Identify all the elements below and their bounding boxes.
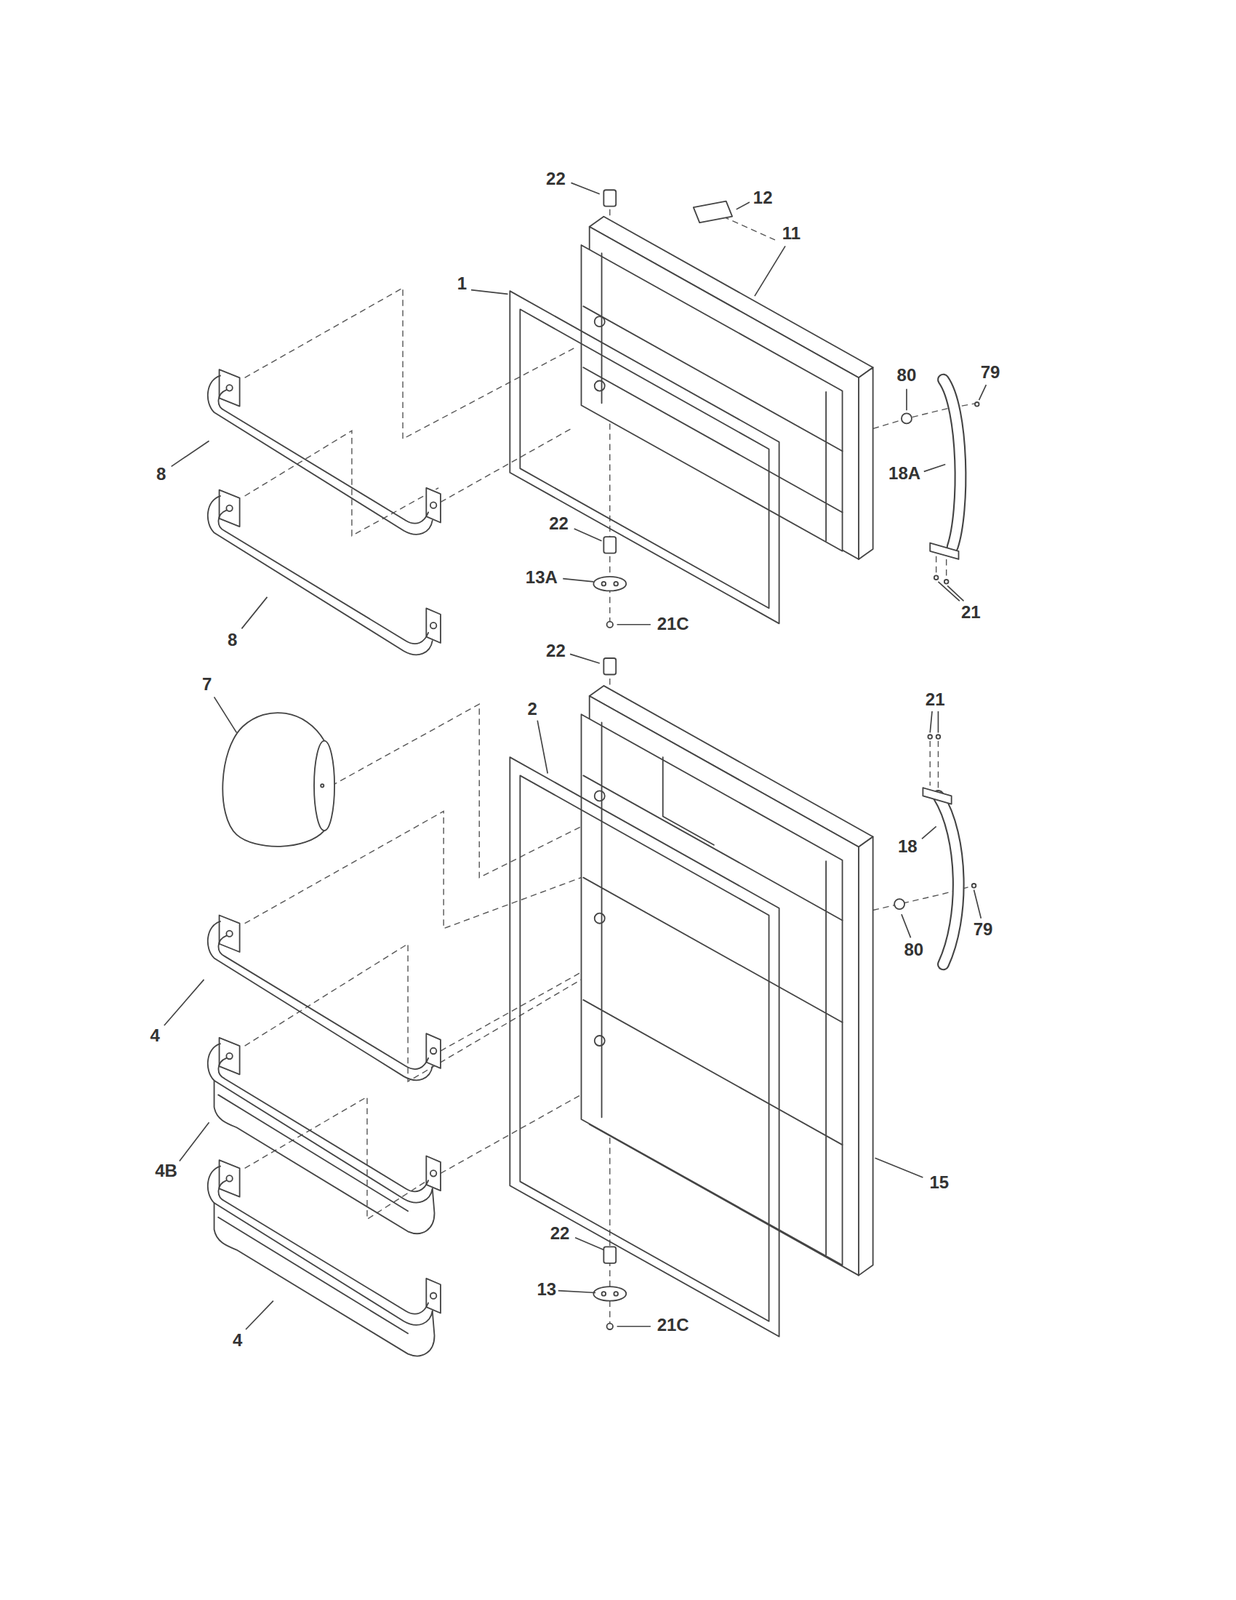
door-gasket: [509, 756, 779, 1337]
door-rail: [207, 369, 441, 535]
callout-number: 8: [154, 465, 168, 483]
callout-number: 8: [226, 631, 239, 649]
label-tag: [693, 201, 733, 223]
door-rail: [207, 490, 441, 656]
callout-number: 79: [979, 363, 1002, 381]
callout-number: 21C: [655, 1315, 691, 1334]
callout-number: 1: [455, 274, 469, 293]
assembly-line: [245, 943, 582, 1082]
callout-number: 4: [231, 1331, 244, 1349]
assembly-line: [936, 556, 947, 579]
fresh-food-door: [581, 685, 874, 1276]
door-rail: [207, 914, 441, 1080]
door-handle: [894, 734, 976, 965]
callout-number: 12: [751, 189, 775, 207]
callout-number: 13A: [524, 568, 560, 587]
callout-number: 80: [895, 366, 919, 384]
callout-number: 80: [902, 940, 925, 959]
callout-number: 13: [535, 1280, 558, 1298]
freezer-door: [581, 216, 874, 560]
callout-number: 18A: [887, 464, 922, 483]
callout-number: 4: [149, 1026, 162, 1045]
callout-number: 21: [959, 603, 983, 621]
door-bin: [207, 1159, 441, 1356]
callout-number: 22: [547, 514, 571, 533]
assembly-line: [331, 703, 582, 877]
callout-number: 7: [200, 675, 214, 693]
callout-number: 22: [548, 1224, 572, 1242]
door-gasket: [509, 290, 779, 624]
assembly-line: [245, 430, 440, 536]
callout-number: 22: [544, 170, 568, 188]
callout-number: 4B: [153, 1161, 179, 1180]
callout-number: 11: [780, 224, 802, 243]
hinge-parts: [593, 189, 626, 1330]
callout-number: 21: [924, 690, 947, 709]
door-bin: [207, 1037, 441, 1234]
assembly-line: [440, 428, 572, 502]
callout-number: 22: [544, 641, 568, 660]
leader-lines: [164, 182, 987, 1330]
callout-number: 15: [927, 1173, 951, 1191]
callout-number: 21C: [655, 615, 691, 633]
callout-number: 18: [896, 837, 920, 856]
callout-number: 79: [972, 920, 995, 938]
assembly-line: [440, 1091, 587, 1173]
assembly-line: [440, 969, 587, 1051]
callout-number: 2: [526, 700, 539, 718]
dairy-bucket: [222, 712, 335, 847]
assembly-line: [929, 740, 938, 789]
assembly-line: [245, 287, 577, 440]
